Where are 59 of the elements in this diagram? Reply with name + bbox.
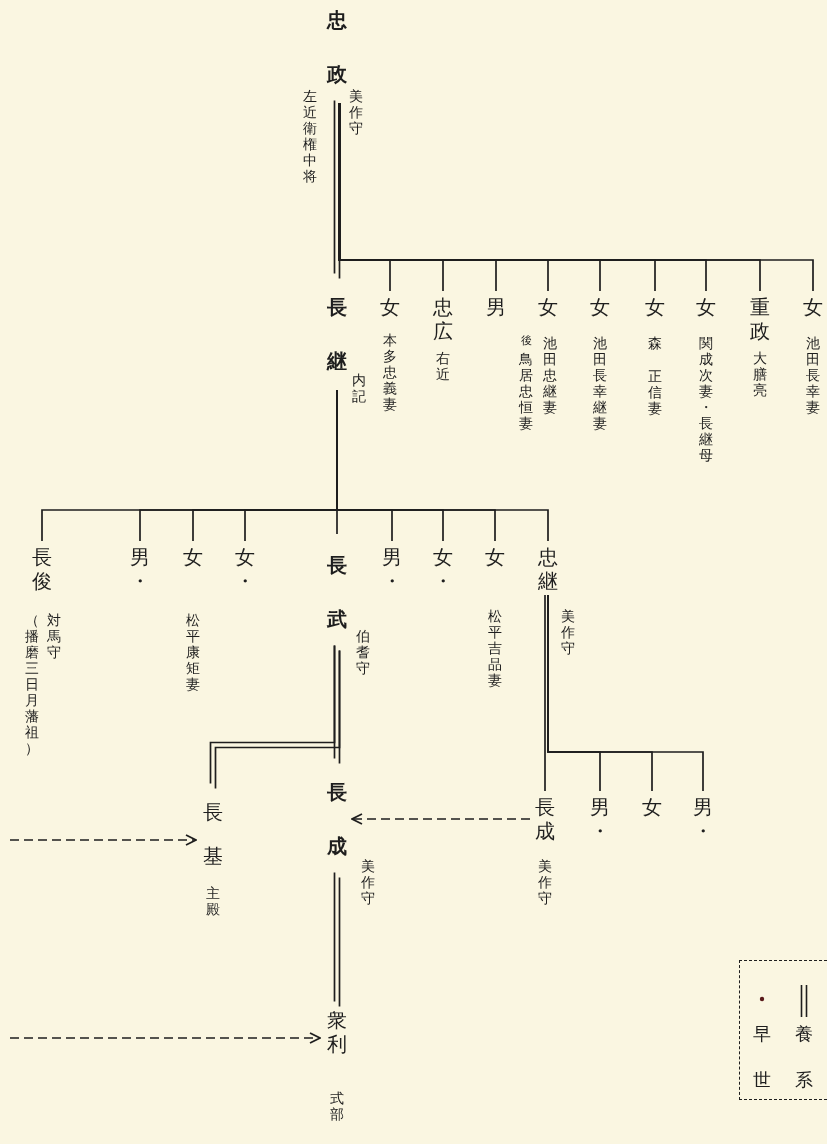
arrow	[9, 1032, 321, 1044]
title-note: 右近	[435, 350, 451, 382]
title-note: 正信妻	[647, 368, 663, 416]
person-name: 女	[537, 295, 559, 319]
person-name: 重政	[749, 295, 771, 343]
title-note: 美作守	[360, 858, 376, 906]
legend-label: 早世	[752, 1022, 772, 1092]
lineage-line	[336, 389, 549, 542]
title-note: 池田忠継妻	[542, 335, 558, 415]
person-name: 忠政	[326, 7, 348, 88]
person-name: 女・	[432, 545, 454, 593]
person-name: 女・	[234, 545, 256, 593]
person-name: 男・	[692, 795, 714, 843]
title-note: 式部	[329, 1090, 345, 1122]
title-note: 森	[647, 335, 663, 351]
person-name: 女	[695, 295, 717, 319]
person-name: 女	[182, 545, 204, 569]
person-name: 男・	[589, 795, 611, 843]
title-note: 内記	[351, 372, 367, 404]
title-note: 美作守	[537, 858, 553, 906]
adoption-line	[333, 644, 341, 765]
adoption-line	[333, 99, 341, 280]
person-name: 長継	[326, 294, 348, 375]
title-note: 対馬守	[46, 612, 62, 660]
person-name: 長基	[202, 799, 224, 870]
person-name: 女	[589, 295, 611, 319]
title-note: 大膳亮	[752, 350, 768, 398]
title-note: 池田長幸継妻	[592, 335, 608, 431]
person-name: 女	[379, 295, 401, 319]
title-note: 池田長幸妻	[805, 335, 821, 415]
title-note: （播磨三日月藩祖）	[24, 612, 40, 756]
title-note: 左近衛権中将	[302, 88, 318, 184]
person-name: 長成	[326, 779, 348, 860]
title-note: 本多忠義妻	[382, 332, 398, 412]
person-name: 長武	[326, 552, 348, 633]
person-name: 長成	[534, 795, 556, 843]
title-note: 美作守	[348, 88, 364, 136]
person-name: 女	[484, 545, 506, 569]
title-note: 関成次妻・長継母	[698, 335, 714, 463]
arrow	[9, 834, 197, 846]
person-name: 男・	[381, 545, 403, 593]
person-name: 忠継	[537, 545, 559, 593]
title-note: 松平吉品妻	[487, 608, 503, 688]
title-note: 美作守	[560, 608, 576, 656]
person-name: 長俊	[31, 545, 53, 593]
person-name: 衆利	[326, 1008, 348, 1056]
person-name: 女	[802, 295, 824, 319]
title-note: 松平康矩妻	[185, 612, 201, 692]
title-note: 伯耆守	[355, 628, 371, 676]
legend-label: 養系	[794, 1022, 814, 1092]
person-name: 男	[485, 295, 507, 319]
title-note: 主殿	[205, 885, 221, 917]
adoption-line	[333, 871, 341, 1008]
person-name: 女	[641, 795, 663, 819]
person-name: 忠広	[432, 295, 454, 343]
lineage-line	[544, 594, 546, 792]
arrow	[351, 813, 531, 825]
person-name: 男・	[129, 545, 151, 593]
person-name: 女	[644, 295, 666, 319]
